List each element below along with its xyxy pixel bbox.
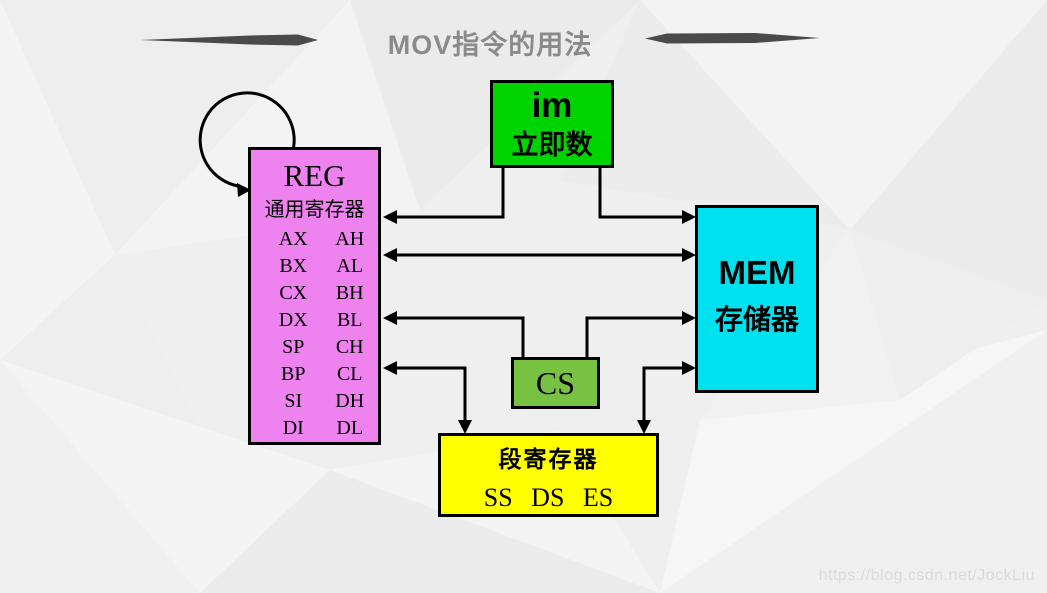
immediate-label: im (531, 86, 573, 125)
register-name: AL (336, 255, 364, 277)
segment-label: 段寄存器 (498, 447, 599, 472)
register-pair-row: CX BH (251, 280, 378, 307)
register-name: DX (278, 309, 308, 331)
arrow-mem-seg-bidirectional (637, 361, 696, 434)
segment-registers-box: 段寄存器 SS DS ES (438, 433, 659, 517)
arrow-cs-to-reg (383, 311, 525, 359)
arrow-reg-mem-bidirectional (383, 248, 696, 262)
register-name: DH (335, 390, 365, 412)
register-list: AX AH BX AL CX BH DX BL SP CH BP CL (251, 226, 378, 442)
register-pair-row: BX AL (251, 253, 378, 280)
immediate-box: im 立即数 (490, 80, 614, 168)
register-name: SI (284, 390, 303, 412)
register-pair-row: SP CH (251, 334, 378, 361)
arrow-im-to-reg (383, 164, 505, 224)
register-pair-row: BP CL (251, 361, 378, 388)
register-name: DI (282, 417, 304, 439)
arrow-im-to-mem (598, 164, 696, 224)
cs-register-box: CS (511, 357, 600, 409)
register-pair-row: DX BL (251, 307, 378, 334)
arrow-reg-self-loop (198, 91, 296, 197)
register-name: BX (279, 255, 308, 277)
arrow-cs-to-mem (585, 311, 696, 359)
register-name: BH (335, 282, 364, 304)
register-name: CL (336, 363, 363, 385)
memory-box: MEM 存储器 (695, 205, 819, 393)
register-pair-row: DI DL (251, 415, 378, 442)
segment-register-names: SS DS ES (483, 483, 614, 512)
register-pair-row: SI DH (251, 388, 378, 415)
register-name: CH (335, 336, 364, 358)
watermark-url: https://blog.csdn.net/JockLiu (818, 567, 1035, 584)
reg-sublabel: 通用寄存器 (264, 199, 365, 221)
register-pair-row: AX AH (251, 226, 378, 253)
memory-label: MEM (718, 254, 796, 291)
immediate-sublabel: 立即数 (511, 130, 593, 160)
brush-stroke-left (140, 34, 318, 46)
arrow-reg-seg-bidirectional (383, 361, 472, 434)
register-name: CX (279, 282, 308, 304)
memory-sublabel: 存储器 (714, 305, 799, 336)
register-name: AX (278, 228, 308, 250)
register-name: BP (281, 363, 306, 385)
register-name: DL (336, 417, 364, 439)
register-name: SP (282, 336, 305, 358)
page-title: MOV指令的用法 (387, 30, 593, 60)
cs-label: CS (535, 365, 576, 401)
register-name: BL (336, 309, 363, 331)
register-name: AH (335, 228, 365, 250)
general-registers-box: REG 通用寄存器 AX AH BX AL CX BH DX BL SP CH (248, 147, 381, 445)
reg-label: REG (283, 158, 346, 193)
brush-stroke-right (645, 33, 820, 44)
